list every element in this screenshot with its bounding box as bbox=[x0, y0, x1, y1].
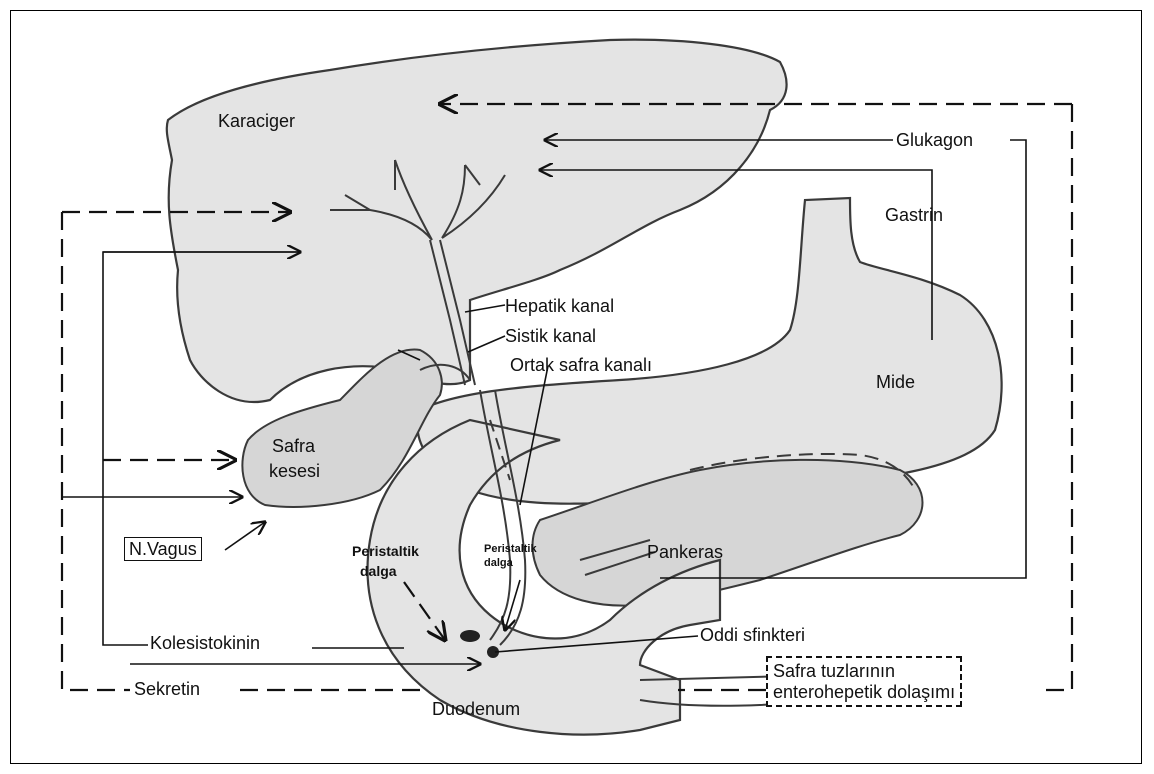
peristaltic-wave-label-2b: dalga bbox=[484, 558, 513, 569]
glucagon-label: Glukagon bbox=[896, 131, 973, 149]
enterohepatic-line2: enterohepetik dolaşımı bbox=[773, 682, 955, 703]
duodenum-label: Duodenum bbox=[432, 700, 520, 718]
enterohepatic-circulation-box: Safra tuzlarının enterohepetik dolaşımı bbox=[766, 656, 962, 707]
gallbladder-label-line1: Safra bbox=[272, 437, 315, 455]
common-bile-duct-label: Ortak safra kanalı bbox=[510, 356, 652, 374]
peristaltic-wave-label-1a: Peristaltik bbox=[352, 544, 419, 558]
gallbladder-label-line2: kesesi bbox=[269, 462, 320, 480]
cholecystokinin-label: Kolesistokinin bbox=[150, 634, 260, 652]
stomach-label: Mide bbox=[876, 373, 915, 391]
peristaltic-wave-label-1b: dalga bbox=[360, 564, 397, 578]
gastrin-label: Gastrin bbox=[885, 206, 943, 224]
vagus-nerve-label: N.Vagus bbox=[124, 537, 202, 561]
secretin-label: Sekretin bbox=[134, 680, 200, 698]
peristaltic-wave-label-2a: Peristaltik bbox=[484, 544, 537, 555]
sphincter-of-oddi-label: Oddi sfinkteri bbox=[700, 626, 805, 644]
enterohepatic-line1: Safra tuzlarının bbox=[773, 661, 955, 682]
hepatic-duct-label: Hepatik kanal bbox=[505, 297, 614, 315]
liver-label: Karaciger bbox=[218, 112, 295, 130]
pancreas-label: Pankeras bbox=[647, 543, 723, 561]
cystic-duct-label: Sistik kanal bbox=[505, 327, 596, 345]
